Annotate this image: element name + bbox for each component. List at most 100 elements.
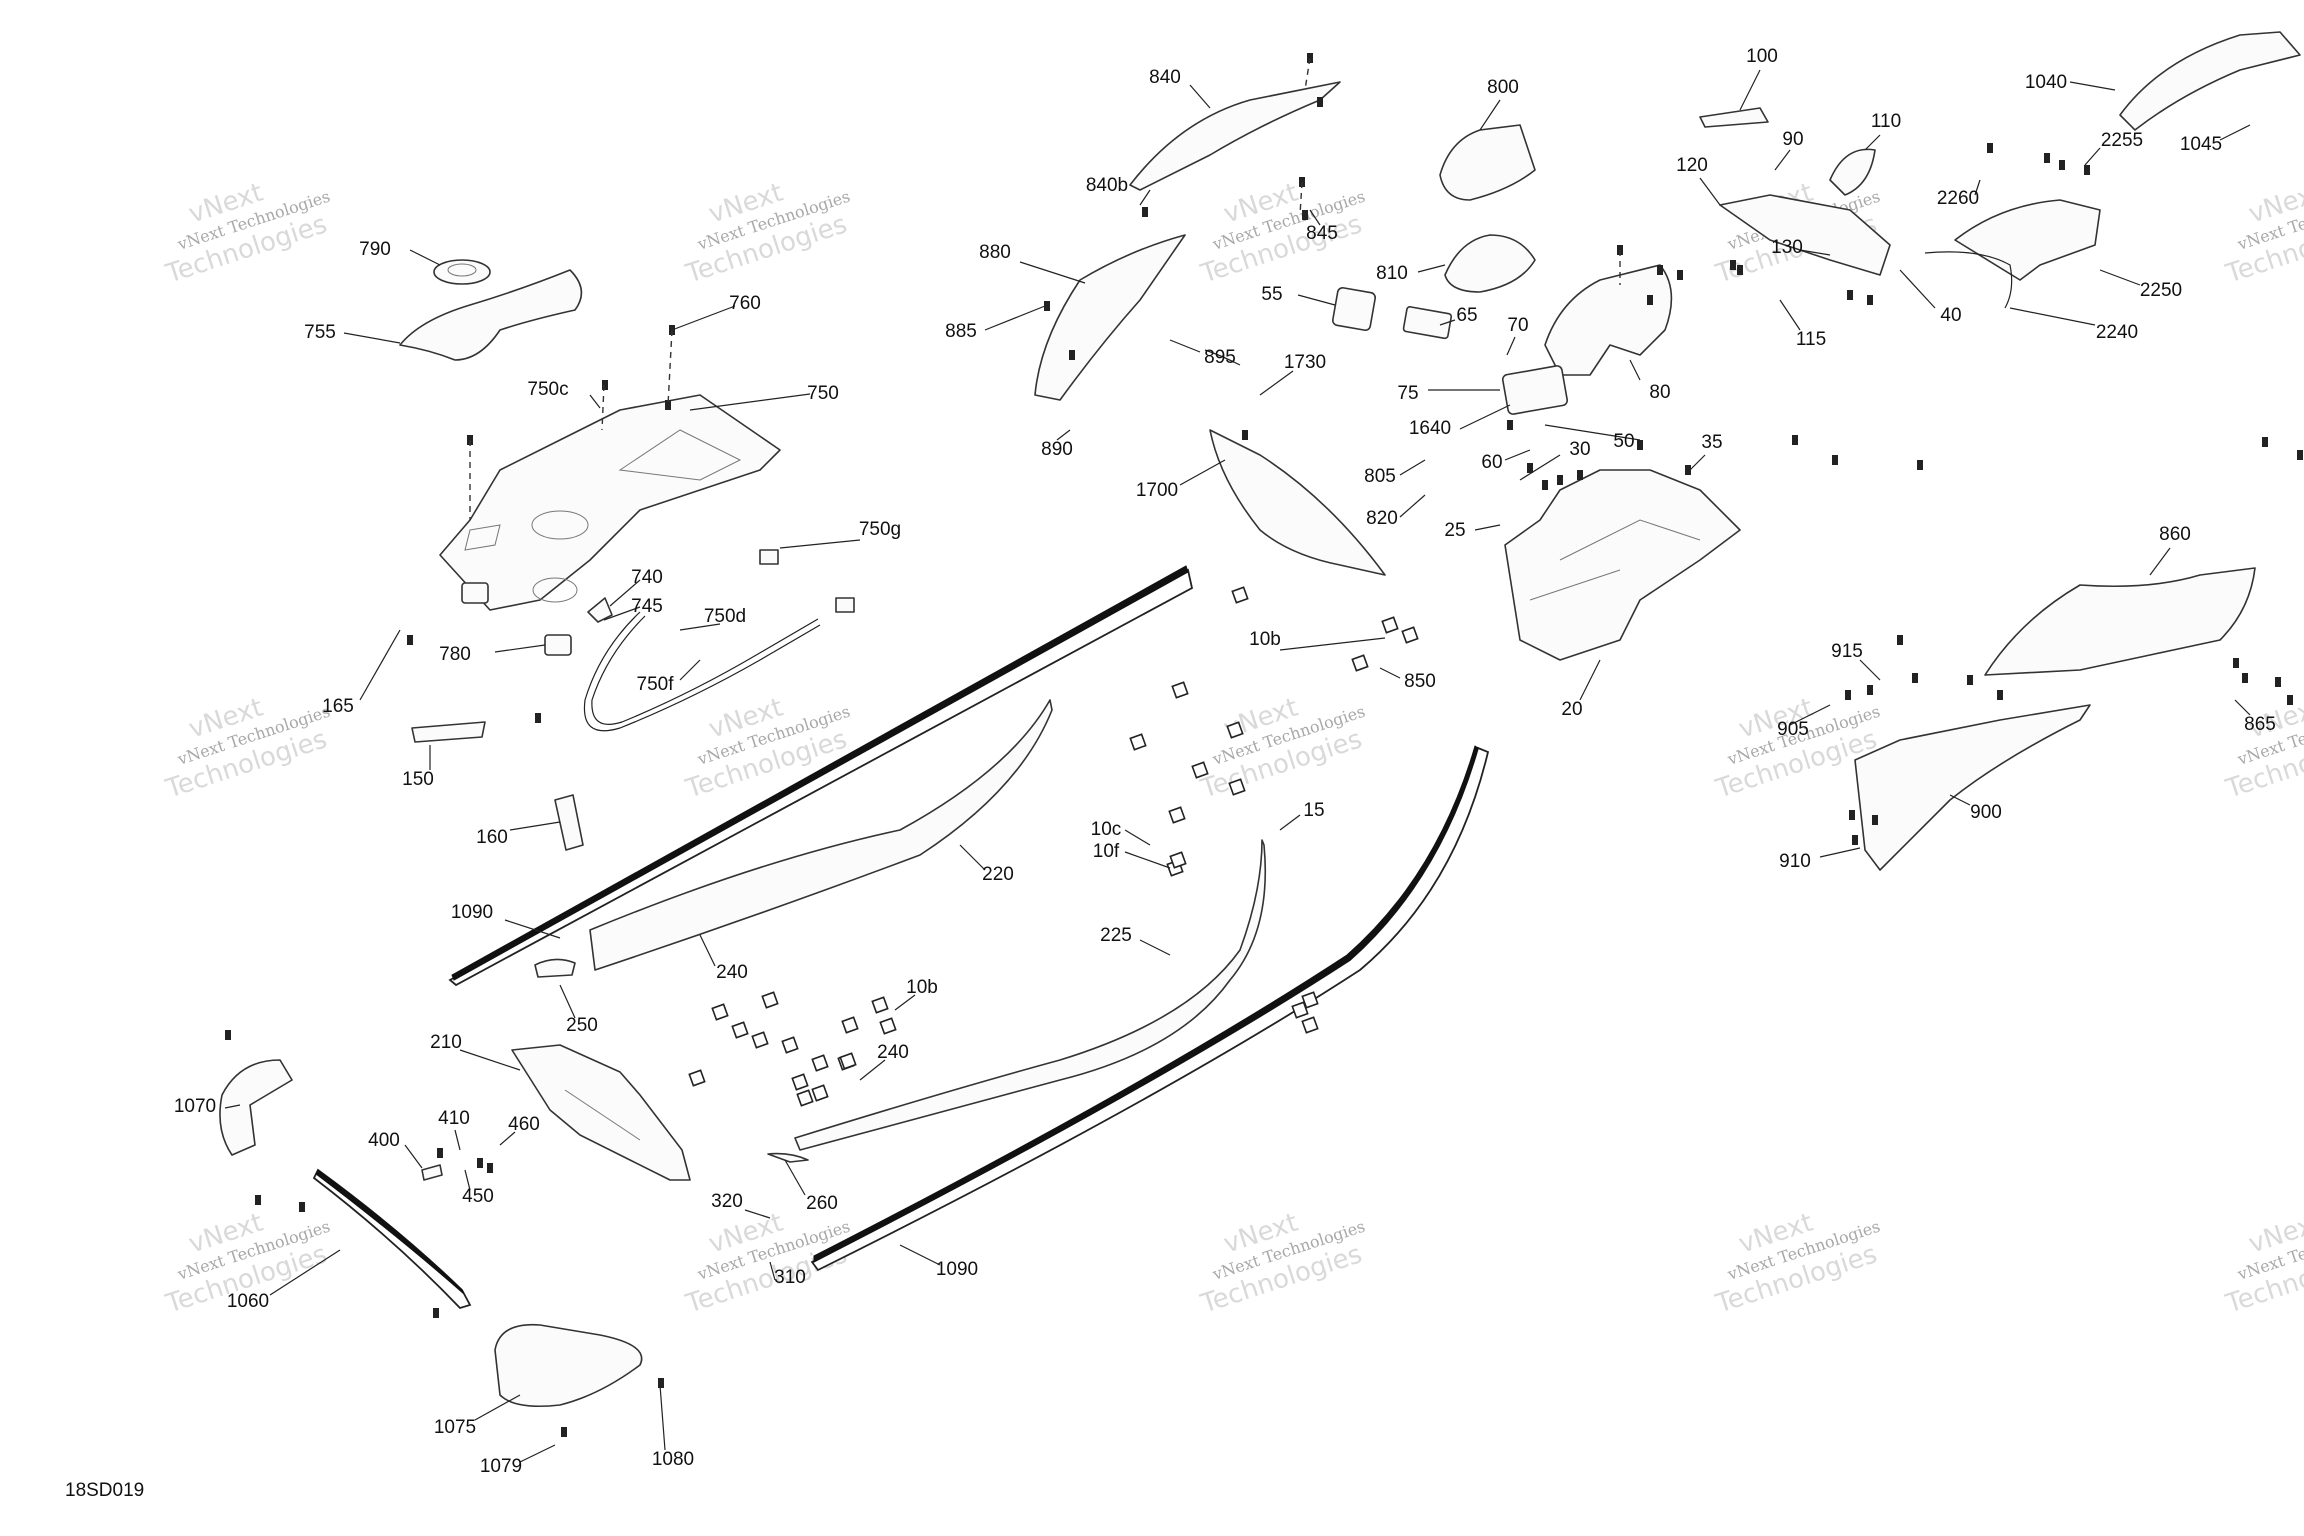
callout-leader <box>2009 307 2096 326</box>
callout-leader <box>2084 147 2101 166</box>
callout-leader <box>224 1104 241 1109</box>
part-1070-fairing <box>219 1059 293 1156</box>
clip-icon <box>796 1089 814 1107</box>
fastener-lines <box>469 57 1621 520</box>
screw-icon <box>1242 430 1248 440</box>
screw-icon <box>1677 270 1683 280</box>
part-750f-cable <box>583 611 821 732</box>
part-740-bracket <box>587 597 613 623</box>
callout-leader <box>2099 269 2141 286</box>
part-110-lens <box>1829 148 1876 196</box>
screw-icon <box>433 1308 439 1318</box>
part-1040-trim <box>2119 31 2301 131</box>
callout-label: 880 <box>979 242 1011 263</box>
callout-leader <box>1179 459 1226 486</box>
clip-icon <box>711 1003 729 1021</box>
part-755-mat <box>399 269 583 361</box>
callout-label: 860 <box>2159 524 2191 545</box>
callout-leader <box>671 305 736 331</box>
callout-label: 150 <box>402 769 434 790</box>
screw-icon <box>2262 437 2268 447</box>
callout-leader <box>1279 637 1386 651</box>
clip-icon <box>1301 1016 1319 1034</box>
callout-leader <box>1139 189 1151 206</box>
clip-icon <box>1301 991 1319 1009</box>
callout-label: 890 <box>1041 439 1073 460</box>
screw-icon <box>1867 685 1873 695</box>
callout-leader <box>899 1244 941 1266</box>
callout-label: 100 <box>1746 46 1778 67</box>
screw-icon <box>1685 465 1691 475</box>
screw-icon <box>407 635 413 645</box>
callout-leader <box>1417 264 1446 273</box>
callout-label: 2260 <box>1937 188 1979 209</box>
callout-label: 35 <box>1701 432 1722 453</box>
screw-icon <box>2287 695 2293 705</box>
callout-leader <box>1479 99 1501 131</box>
callout-label: 10b <box>1249 629 1281 650</box>
callout-leader <box>1544 424 1641 441</box>
callout-label: 1640 <box>1409 418 1451 439</box>
callout-leader <box>2149 547 2171 576</box>
callout-label: 820 <box>1366 508 1398 529</box>
screw-icon <box>487 1163 493 1173</box>
screw-icon <box>1832 455 1838 465</box>
part-2240-hose <box>1924 251 2013 309</box>
callout-leader <box>1189 84 1211 109</box>
part-65-frame <box>1402 306 1453 340</box>
screw-icon <box>437 1148 443 1158</box>
part-150-bracket <box>411 721 486 743</box>
callout-label: 120 <box>1676 155 1708 176</box>
callout-leader <box>1799 249 1831 256</box>
screw-icon <box>1069 350 1075 360</box>
callout-label: 790 <box>359 239 391 260</box>
callout-leader <box>1899 269 1936 309</box>
callout-label: 20 <box>1561 699 1582 720</box>
callout-leader <box>1506 336 1516 356</box>
screw-icon <box>2059 160 2065 170</box>
callout-leader <box>1309 209 1321 226</box>
callout-leader <box>1949 794 1971 806</box>
callout-label: 460 <box>508 1114 540 1135</box>
callout-leader <box>1579 659 1601 701</box>
callout-leader <box>1474 524 1501 531</box>
clip-icon <box>1169 851 1187 869</box>
callout-label: 15 <box>1303 800 1324 821</box>
callout-leader <box>504 919 561 939</box>
part-50-gauge <box>1501 365 1569 415</box>
callout-label: 2250 <box>2140 280 2182 301</box>
callout-leader <box>1124 829 1151 846</box>
clip-icon <box>1226 721 1244 739</box>
part-80-housing <box>1544 264 1673 376</box>
callout-label: 260 <box>806 1193 838 1214</box>
screw-icon <box>1302 210 1308 220</box>
part-1730-wire <box>1204 349 1241 366</box>
callout-label: 25 <box>1444 520 1465 541</box>
part-900-panel <box>1854 704 2091 871</box>
part-750f-cable-inner <box>591 615 819 725</box>
screw-icon <box>1847 290 1853 300</box>
part-1090-strip-upper <box>448 565 1194 987</box>
diagram-code: 18SD019 <box>65 1480 144 1501</box>
callout-leader <box>1124 851 1171 869</box>
callout-leader <box>404 1144 423 1169</box>
callout-label: 50 <box>1613 431 1634 452</box>
callout-label: 1079 <box>480 1456 522 1477</box>
clip-icon <box>841 1016 859 1034</box>
screw-icon <box>658 1378 664 1388</box>
screw-icon <box>1527 463 1533 473</box>
callout-leader <box>894 994 916 1011</box>
callout-label: 1090 <box>451 902 493 923</box>
part-1090-strip-lower <box>810 745 1490 1272</box>
clip-icon <box>1291 1001 1309 1019</box>
callout-leader <box>1789 704 1831 726</box>
callout-label: 2255 <box>2101 130 2143 151</box>
callout-label: 2240 <box>2096 322 2138 343</box>
callout-leader <box>659 1384 666 1451</box>
screw-icon <box>665 400 671 410</box>
clip-icon <box>879 1017 897 1035</box>
callout-leader <box>1399 459 1426 476</box>
